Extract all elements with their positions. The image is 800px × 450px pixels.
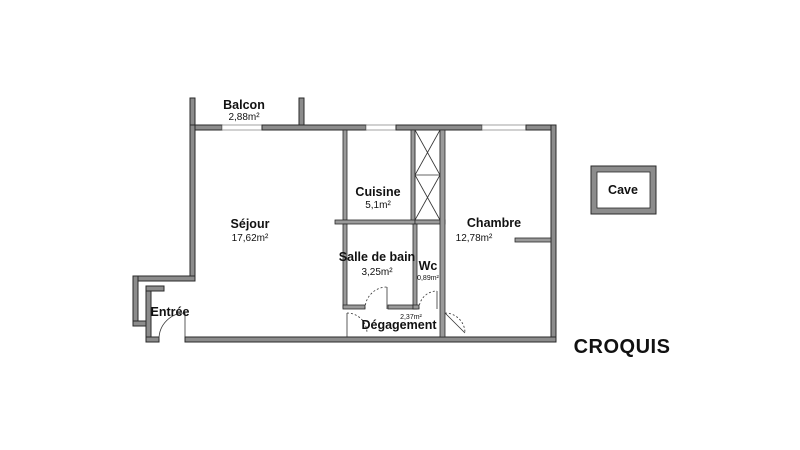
room-area-wc: 0,89m² (417, 275, 439, 282)
room-area-degagement: 2,37m² (400, 314, 422, 321)
balcony-post-left (189, 97, 196, 129)
room-area-balcon: 2,88m² (228, 112, 260, 123)
room-area-chambre: 12,78m² (456, 233, 493, 244)
room-name-cave: Cave (608, 183, 638, 197)
wall-sdb-left (342, 223, 348, 309)
chambre-door-leaf (444, 312, 466, 334)
room-name-balcon: Balcon (223, 98, 265, 112)
room-area-salle-de-bain: 3,25m² (361, 267, 393, 278)
wall-cuisine-left (342, 129, 348, 221)
wall-chambre-closet (514, 237, 552, 243)
window-balcon (221, 124, 263, 131)
room-name-chambre: Chambre (467, 216, 521, 230)
room-area-sejour: 17,62m² (232, 233, 269, 244)
wall-wc-bottom (412, 304, 420, 310)
entry-door-swing (158, 312, 186, 340)
wall-bottom (184, 336, 557, 343)
wc-door-swing (418, 290, 438, 310)
shaft-cross-2 (414, 129, 441, 176)
window-chambre (481, 124, 527, 131)
sejour-door-swing (346, 312, 368, 334)
wall-entry-top-inner (145, 285, 165, 292)
shaft-cross-4 (414, 174, 441, 221)
window-cuisine (365, 124, 397, 131)
wall-sdb-bottom-right (387, 304, 416, 310)
wall-chambre-left (439, 129, 446, 338)
wall-entry-bottom (145, 336, 160, 343)
room-name-wc: Wc (419, 259, 438, 273)
wall-left-upper (189, 124, 196, 281)
plan-title: CROQUIS (574, 336, 671, 358)
room-name-salle-de-bain: Salle de bain (339, 250, 415, 264)
wall-top-mid2 (395, 124, 483, 131)
wall-entry-left-outer (132, 275, 139, 327)
balcony-post-right (298, 97, 305, 129)
chambre-door-swing (444, 312, 466, 334)
wall-cuisine-right (410, 129, 416, 225)
room-area-cuisine: 5,1m² (365, 200, 391, 211)
room-name-degagement: Dégagement (361, 318, 437, 332)
room-name-sejour: Séjour (231, 217, 270, 231)
wall-sdb-bottom-left (342, 304, 366, 310)
wall-sdb-wc (412, 223, 418, 310)
sdb-door-swing (364, 286, 388, 310)
wall-cuisine-bottom (334, 219, 416, 225)
room-name-cuisine: Cuisine (355, 185, 400, 199)
wall-top-mid (261, 124, 367, 131)
room-name-entree: Entrée (151, 305, 190, 319)
cave-inner (596, 171, 651, 209)
wall-right (550, 124, 557, 343)
wall-left-step (132, 275, 196, 282)
